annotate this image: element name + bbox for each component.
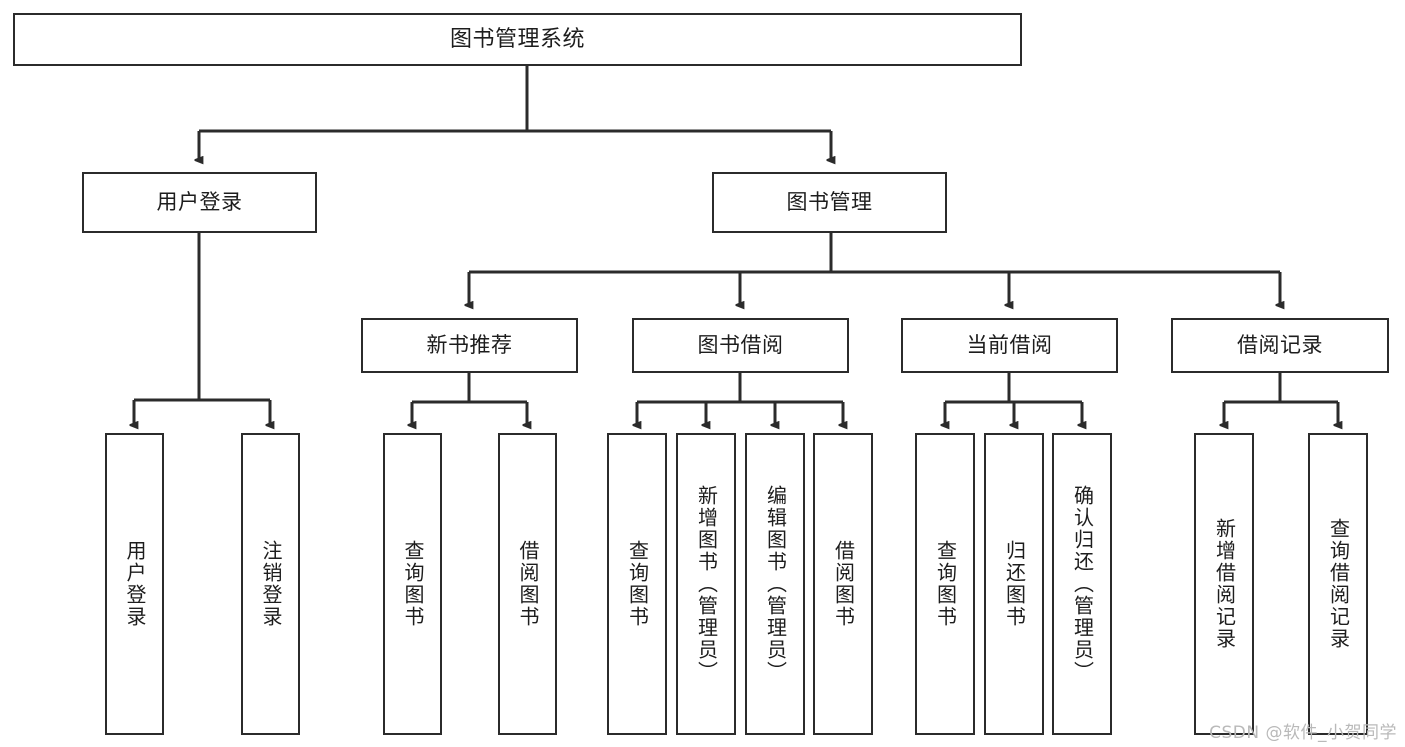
node-leaf-query-book-1[interactable]: 查询图书 — [383, 433, 442, 735]
node-label: 借阅图书 — [516, 540, 540, 628]
node-leaf-user-login[interactable]: 用户登录 — [105, 433, 164, 735]
node-book-management[interactable]: 图书管理 — [712, 172, 947, 233]
node-borrowing-record[interactable]: 借阅记录 — [1171, 318, 1389, 373]
node-leaf-query-book-2[interactable]: 查询图书 — [607, 433, 667, 735]
node-new-book-recommendation[interactable]: 新书推荐 — [361, 318, 578, 373]
node-leaf-add-borrowing-record[interactable]: 新增借阅记录 — [1194, 433, 1254, 735]
node-current-borrowing[interactable]: 当前借阅 — [901, 318, 1118, 373]
node-leaf-query-book-3[interactable]: 查询图书 — [915, 433, 975, 735]
node-label: 图书管理 — [786, 190, 873, 215]
node-label: 确认归还（管理员） — [1070, 485, 1095, 683]
node-label: 用户登录 — [123, 540, 147, 628]
node-label: 用户登录 — [156, 190, 243, 215]
node-label: 图书借阅 — [697, 333, 784, 358]
node-label: 图书管理系统 — [449, 26, 585, 52]
node-label: 新增借阅记录 — [1212, 518, 1237, 650]
node-leaf-edit-book-admin[interactable]: 编辑图书（管理员） — [745, 433, 805, 735]
node-leaf-add-book-admin[interactable]: 新增图书（管理员） — [676, 433, 736, 735]
csdn-watermark: CSDN @软件_小贺同学 — [1209, 723, 1397, 743]
node-leaf-return-book[interactable]: 归还图书 — [984, 433, 1044, 735]
node-label: 归还图书 — [1002, 540, 1027, 628]
node-label: 当前借阅 — [966, 333, 1053, 358]
node-label: 新增图书（管理员） — [694, 485, 719, 683]
node-book-borrowing[interactable]: 图书借阅 — [632, 318, 849, 373]
node-label: 新书推荐 — [426, 333, 513, 358]
node-label: 查询图书 — [625, 540, 650, 628]
node-user-login[interactable]: 用户登录 — [82, 172, 317, 233]
node-label: 借阅记录 — [1237, 333, 1323, 358]
node-label: 查询借阅记录 — [1326, 518, 1351, 650]
node-leaf-query-borrowing-record[interactable]: 查询借阅记录 — [1308, 433, 1368, 735]
node-label: 查询图书 — [401, 540, 425, 628]
node-label: 查询图书 — [933, 540, 958, 628]
node-leaf-borrow-book-2[interactable]: 借阅图书 — [813, 433, 873, 735]
node-label: 注销登录 — [259, 540, 283, 628]
node-label: 编辑图书（管理员） — [763, 485, 788, 683]
node-root-book-management-system[interactable]: 图书管理系统 — [13, 13, 1022, 66]
node-leaf-confirm-return-admin[interactable]: 确认归还（管理员） — [1052, 433, 1112, 735]
node-label: 借阅图书 — [831, 540, 856, 628]
node-leaf-logout[interactable]: 注销登录 — [241, 433, 300, 735]
node-leaf-borrow-book-1[interactable]: 借阅图书 — [498, 433, 557, 735]
